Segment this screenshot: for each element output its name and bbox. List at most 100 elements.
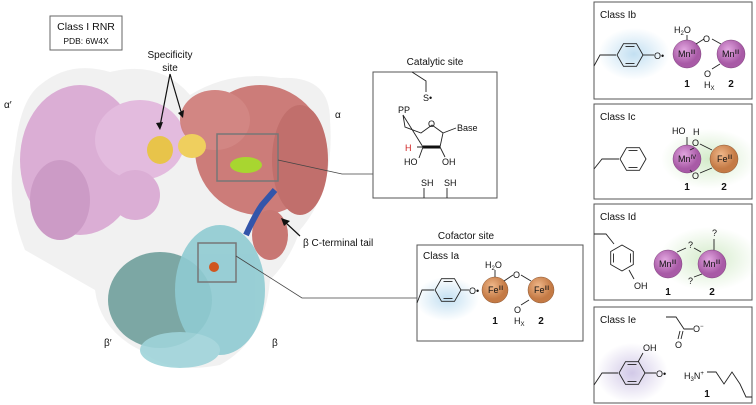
bridging-o: O [692, 138, 699, 148]
metal-1: Mn [659, 259, 672, 269]
bridging-o: O [692, 171, 699, 181]
arrow-icon [284, 221, 301, 237]
protein-structure [11, 68, 331, 368]
svg-text:MnIII: MnIII [678, 49, 696, 59]
amine-h: H [684, 371, 691, 381]
water-h: H [485, 260, 492, 270]
thiyl-radical: S• [423, 93, 432, 103]
svg-text:H2O: H2O [674, 25, 691, 37]
cofactor-site-highlight [197, 242, 237, 283]
site-1-label: 1 [684, 79, 690, 90]
oxidation-state: III [545, 286, 550, 292]
unknown-ligand: ? [688, 240, 693, 250]
svg-text:MnIV: MnIV [678, 154, 696, 164]
specificity-site-ligand [178, 134, 206, 158]
amine-n: N [694, 371, 701, 381]
oxidation-state: III [672, 260, 677, 266]
water-o: O [495, 260, 502, 270]
hydroxyl-label: OH [442, 157, 456, 167]
hydroxyl-label: OH [634, 281, 648, 291]
arrow-head-icon [281, 218, 290, 226]
water-sub: 2 [492, 266, 496, 272]
water-o: O [684, 25, 691, 35]
class-ia-panel: Class Ia O• FeIII FeIII H2O O O HX 1 2 [415, 244, 584, 342]
catalytic-site-highlight [216, 133, 279, 182]
site-2-label: 2 [721, 182, 727, 193]
class-ie-label: Class Ie [600, 315, 637, 326]
arrow-icon [156, 73, 184, 130]
hydroxo-h: H [704, 80, 711, 90]
water-h: H [674, 25, 681, 35]
bridging-oxo: O [703, 34, 710, 44]
class-ia-label: Class Ia [423, 251, 460, 262]
ring-oxygen: O [428, 119, 435, 129]
hydroxo-h: H [514, 316, 521, 326]
oxidation-state: IV [691, 155, 697, 161]
metal-2: Fe [717, 154, 728, 164]
metal-1: Fe [488, 285, 499, 295]
bridging-oxo: O [513, 270, 520, 280]
tyrosyl-radical: O• [469, 286, 479, 296]
pyrophosphate: PP [398, 105, 410, 115]
charge: + [700, 371, 704, 377]
water-sub: 2 [681, 31, 685, 37]
abstracted-hydrogen: H [405, 143, 412, 153]
cysteine-thiol: SH [444, 178, 457, 188]
hydroxo-o: O [514, 305, 521, 315]
metal-2: Fe [534, 285, 545, 295]
class-ib-label: Class Ib [600, 10, 637, 21]
hydroxyl-label: HO [404, 157, 418, 167]
unknown-ligand: ? [688, 276, 693, 286]
class-ie-panel: Class Ie OH O• O O− H3N+ 1 [593, 306, 753, 404]
site-1-label: 1 [684, 182, 690, 193]
cofactor-connector [235, 255, 417, 299]
pdb-label: PDB: 6W4X [63, 36, 109, 46]
tail-label: β C-terminal tail [303, 238, 373, 249]
class-ic-panel: Class Ic MnIV FeIII HO H O O 1 2 [593, 103, 756, 200]
site-1-label: 1 [704, 389, 710, 400]
oxidation-state: III [499, 286, 504, 292]
unknown-ligand: ? [712, 228, 717, 238]
site-2-label: 2 [728, 79, 734, 90]
oxidation-state: III [735, 50, 740, 56]
specificity-site-ligand [147, 136, 173, 164]
cofactor-site-title: Cofactor site [438, 231, 495, 242]
svg-text:FeIII: FeIII [717, 154, 733, 164]
svg-text:O: O [704, 69, 711, 79]
site-2-label: 2 [709, 287, 715, 298]
site-2-label: 2 [538, 316, 544, 327]
hydroxo-x: X [521, 322, 525, 328]
cysteine-thiol: SH [421, 178, 434, 188]
alpha-prime-label: α′ [4, 100, 12, 111]
class-ib-panel: Class Ib O• MnIII MnIII H2O O O HX 1 2 [593, 1, 753, 100]
catalytic-site-ligand [230, 157, 262, 173]
class-id-label: Class Id [600, 212, 636, 223]
base-label: Base [457, 123, 478, 133]
carboxylate-o: O [675, 340, 682, 350]
svg-text:H3N+: H3N+ [684, 371, 704, 383]
class-id-panel: Class Id OH MnIII MnIII ? ? ? 1 2 [593, 203, 756, 301]
svg-text:O−: O− [693, 324, 704, 334]
svg-text:HX: HX [704, 80, 715, 92]
catalytic-site-title: Catalytic site [407, 57, 464, 68]
catalytic-site-panel: S• PP O Base H HO OH SH SH [372, 71, 498, 199]
svg-text:H2O: H2O [485, 260, 502, 272]
c-terminal-tail [243, 188, 278, 237]
svg-text:FeIII: FeIII [488, 285, 504, 295]
beta-prime-label: β′ [104, 338, 112, 349]
title-label: Class I RNR [57, 21, 115, 33]
oxidation-state: III [716, 260, 721, 266]
beta-label: β [272, 338, 278, 349]
svg-text:MnIII: MnIII [659, 259, 677, 269]
svg-text:HX: HX [514, 316, 525, 328]
tyrosyl-radical: O• [654, 51, 664, 61]
hydroxyl-label: OH [643, 343, 657, 353]
oxidation-state: III [728, 155, 733, 161]
site-1-label: 1 [665, 287, 671, 298]
site-1-label: 1 [492, 316, 498, 327]
svg-text:MnIII: MnIII [703, 259, 721, 269]
cofactor-metal [209, 262, 219, 272]
alpha-label: α [335, 110, 341, 121]
